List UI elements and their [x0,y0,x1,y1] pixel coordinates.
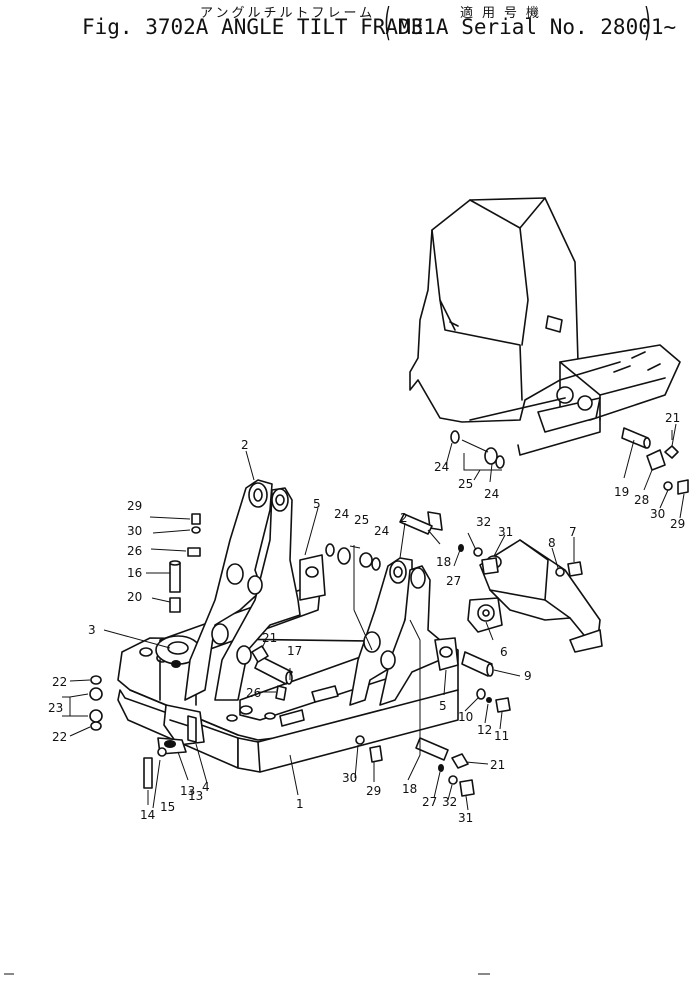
close-bracket: ) [644,0,651,44]
callout-25-tr: 25 [458,477,473,491]
callout-24-mid-right: 24 [374,524,389,538]
callout-1: 1 [296,797,304,811]
callout-17: 17 [287,644,302,658]
callout-30-bottom: 30 [342,771,357,785]
callout-18-top: 18 [436,555,451,569]
callout-24-tr-right: 24 [484,487,499,501]
callout-30-right: 30 [650,507,665,521]
callout-11: 11 [494,729,509,743]
callout-5-right: 5 [439,699,447,713]
right-arm-part [349,557,494,706]
callout-21-bottom: 21 [490,758,505,772]
callout-22-bottom: 22 [52,730,67,744]
callout-18-bottom: 18 [402,782,417,796]
callout-30-left: 30 [127,524,142,538]
callout-21-left: 21 [262,631,277,645]
open-bracket: ( [384,0,391,44]
callout-2-left: 2 [241,438,249,452]
callout-9: 9 [524,669,532,683]
callout-2-right: 2 [400,511,408,525]
leader-lines [62,423,685,811]
callout-20: 20 [127,590,142,604]
callout-3: 3 [88,623,96,637]
callout-26-left: 26 [127,544,142,558]
callout-28: 28 [634,493,649,507]
callout-7: 7 [569,525,577,539]
callout-25-mid: 25 [354,513,369,527]
callout-21-top: 21 [665,411,680,425]
callout-29-left: 29 [127,499,142,513]
loose-hardware [89,511,583,797]
callout-13-top: 13 [180,784,195,798]
callout-22-top: 22 [52,675,67,689]
callout-31-top: 31 [498,525,513,539]
callout-24-mid-left: 24 [334,507,349,521]
figure-title: Fig. 3702A ANGLE TILT FRAME [82,15,424,39]
callout-6: 6 [500,645,508,659]
callout-23: 23 [48,701,63,715]
callout-31-bottom: 31 [458,811,473,825]
callout-4: 4 [202,780,210,794]
serial-range: D31A Serial No. 28001~ [398,15,677,39]
callout-13-bottom: 13 [188,789,203,803]
callout-24-tr-left: 24 [434,460,449,474]
callout-32-bottom: 32 [442,795,457,809]
callout-8: 8 [548,536,556,550]
left-arm-part [184,479,326,701]
tilt-bracket-part [467,539,603,653]
callout-15: 15 [160,800,175,814]
callout-27-top: 27 [446,574,461,588]
callout-10: 10 [458,710,473,724]
callout-14: 14 [140,808,155,822]
callout-12: 12 [477,723,492,737]
callout-5-left: 5 [313,497,321,511]
callout-32-top: 32 [476,515,491,529]
callout-27-bottom: 27 [422,795,437,809]
callout-29-right: 29 [670,517,685,531]
applicable-models-label: 適用号機 [460,6,549,21]
callout-19: 19 [614,485,629,499]
callout-29-bottom: 29 [366,784,381,798]
japanese-title: アングルチルトフレーム [200,6,376,21]
callout-labels: 1 2 2 3 4 5 5 6 7 8 9 10 11 12 13 13 14 … [48,411,685,825]
frame-bracket-part [409,197,689,495]
callout-26-mid: 26 [246,686,261,700]
callout-16: 16 [127,566,142,580]
